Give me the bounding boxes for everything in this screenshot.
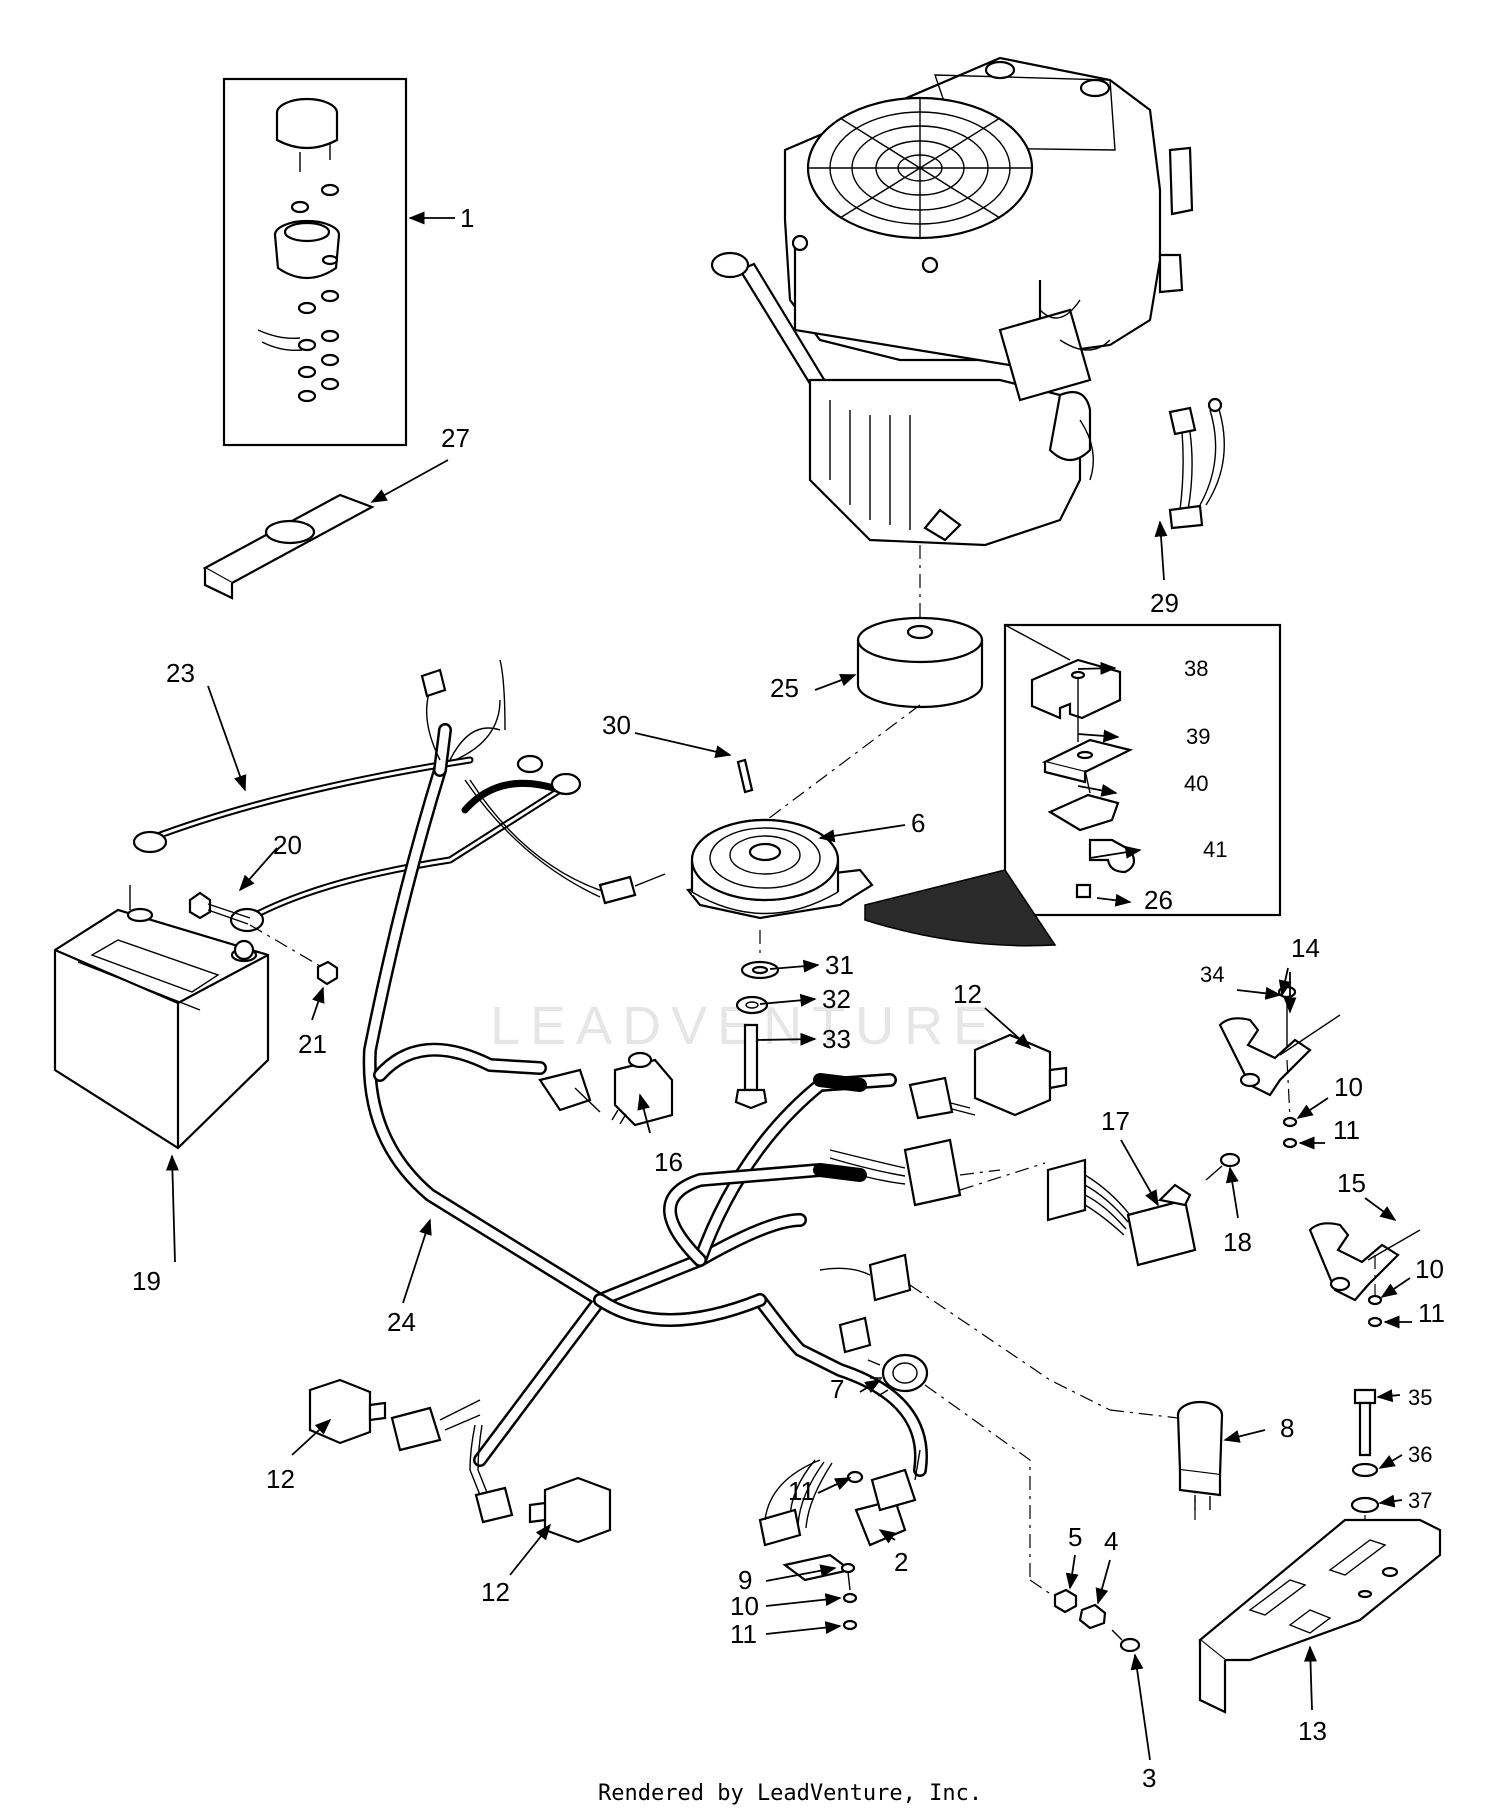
switch-16 — [611, 1051, 674, 1127]
callout-16: 16 — [654, 1147, 683, 1177]
callout-6: 6 — [911, 808, 925, 838]
screw-18 — [1205, 1152, 1241, 1181]
callout-30: 30 — [602, 710, 631, 740]
clutch-6 — [685, 818, 874, 920]
ignition-switch-kit — [222, 77, 408, 447]
callout-35: 35 — [1408, 1385, 1432, 1410]
nut-5 — [1053, 1588, 1078, 1614]
callout-29: 29 — [1150, 588, 1179, 618]
callout-3: 3 — [1142, 1763, 1156, 1793]
callout-11-lower-b: 11 — [730, 1619, 757, 1649]
harness-29 — [1168, 397, 1225, 530]
screw-3 — [1111, 1629, 1141, 1653]
plug-9 — [782, 1553, 856, 1591]
callout-39: 39 — [1186, 724, 1210, 749]
callout-4: 4 — [1104, 1526, 1118, 1556]
washer-31 — [740, 960, 780, 980]
pulley-25 — [856, 616, 984, 709]
main-harness — [362, 723, 928, 1477]
callout-12-lower: 12 — [481, 1577, 510, 1607]
callout-10-lower: 10 — [730, 1591, 759, 1621]
switch-12-upper — [908, 1033, 1068, 1120]
callout-21: 21 — [298, 1029, 327, 1059]
bolt-20 — [188, 891, 251, 925]
callout-11-upper: 11 — [1333, 1115, 1360, 1145]
callout-14: 14 — [1291, 933, 1320, 963]
callout-18: 18 — [1223, 1227, 1252, 1257]
bolt-33 — [734, 1023, 768, 1110]
module-17 — [1046, 1158, 1197, 1267]
switch-12-lower — [528, 1476, 612, 1544]
callout-40: 40 — [1184, 771, 1208, 796]
callout-26: 26 — [1144, 885, 1173, 915]
inset-box — [864, 623, 1282, 947]
callout-11-lower-a: 11 — [788, 1476, 815, 1506]
callout-8: 8 — [1280, 1413, 1294, 1443]
bolt-35 — [1353, 1388, 1377, 1457]
callout-20: 20 — [273, 830, 302, 860]
pto-switch-8 — [1176, 1400, 1224, 1510]
switch-12-left — [308, 1378, 481, 1452]
callout-24: 24 — [387, 1307, 416, 1337]
callout-13: 13 — [1298, 1716, 1327, 1746]
callout-25: 25 — [770, 673, 799, 703]
callout-17: 17 — [1101, 1106, 1130, 1136]
callout-36: 36 — [1408, 1442, 1432, 1467]
key-switch-7 — [867, 1353, 929, 1397]
washer-32 — [735, 995, 769, 1015]
plate-13 — [1198, 1518, 1442, 1714]
callout-10-upper: 10 — [1334, 1072, 1363, 1102]
washer-4 — [1078, 1603, 1107, 1630]
callout-12-upper: 12 — [953, 979, 982, 1009]
callout-23: 23 — [166, 658, 195, 688]
callout-15: 15 — [1337, 1168, 1366, 1198]
battery — [53, 885, 270, 1150]
callout-41: 41 — [1203, 837, 1227, 862]
callout-11-mid: 11 — [1418, 1298, 1445, 1328]
callout-5: 5 — [1068, 1522, 1082, 1552]
callout-10-mid: 10 — [1415, 1254, 1444, 1284]
callout-33: 33 — [822, 1024, 851, 1054]
callout-7: 7 — [830, 1374, 844, 1404]
bracket-27 — [202, 493, 375, 600]
bracket-15 — [1308, 1222, 1421, 1302]
nut-21 — [316, 960, 339, 986]
callout-labels: 1 27 29 25 23 30 6 38 39 40 41 26 20 21 … — [132, 203, 1445, 1793]
callout-27: 27 — [441, 423, 470, 453]
engine — [710, 56, 1194, 547]
footer-credit: Rendered by LeadVenture, Inc. — [598, 1781, 982, 1806]
callout-19: 19 — [132, 1266, 161, 1296]
callout-1: 1 — [460, 203, 474, 233]
callout-31: 31 — [825, 950, 854, 980]
bracket-14 — [1218, 985, 1341, 1097]
callout-9: 9 — [738, 1565, 752, 1595]
callout-2: 2 — [894, 1547, 908, 1577]
callout-34: 34 — [1200, 962, 1224, 987]
callout-37: 37 — [1408, 1488, 1432, 1513]
callout-38: 38 — [1184, 656, 1208, 681]
callout-12-left: 12 — [266, 1464, 295, 1494]
callout-arrows — [165, 211, 1412, 1761]
callout-32: 32 — [822, 984, 851, 1014]
